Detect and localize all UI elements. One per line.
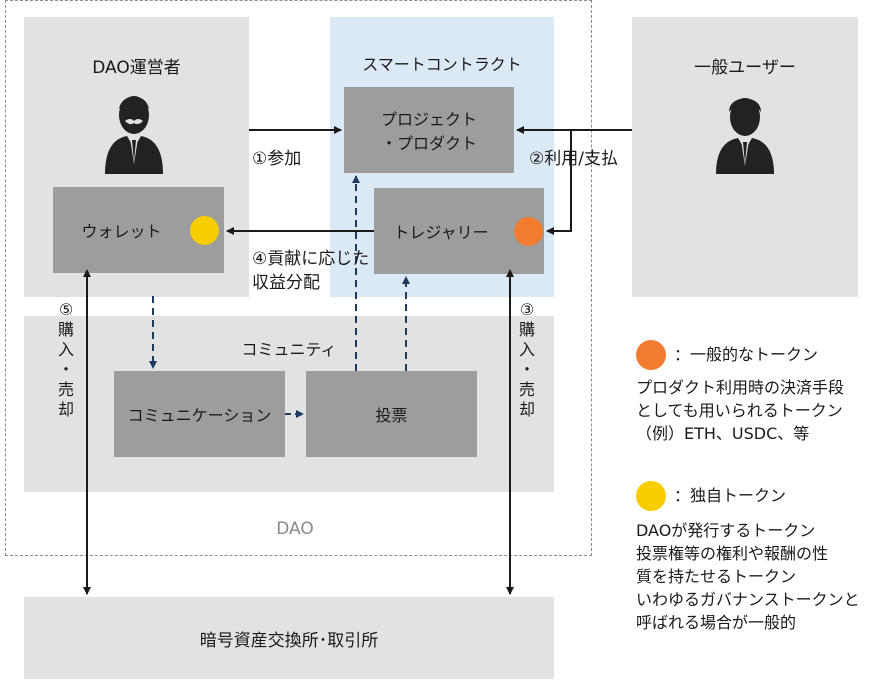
buy-sell-right-char: ③	[519, 300, 535, 319]
use-pay-label: ②利用/支払	[529, 149, 618, 169]
buy-sell-right-char: 入	[518, 340, 535, 359]
legend-original-line: 質を持たせるトークン	[636, 567, 797, 586]
treasury-general-token-dot	[514, 217, 543, 246]
project-label-line2: ・プロダクト	[380, 134, 477, 153]
participate-label: ①参加	[252, 149, 302, 169]
communication-label: コミュニケーション	[127, 406, 272, 425]
dao-label: DAO	[276, 519, 314, 539]
buy-sell-left-char: ⑤	[58, 300, 74, 319]
exchange-label: 暗号資産交換所･取引所	[199, 630, 379, 651]
buy-sell-right-char: 却	[518, 400, 535, 419]
buy-sell-left-char: 入	[57, 340, 74, 359]
buy-sell-left-char: 却	[57, 400, 74, 419]
buy-sell-left-label: ⑤ 購 入 ・ 売 却	[55, 300, 77, 420]
buy-sell-right-char: 売	[518, 380, 535, 399]
wallet-label: ウォレット	[81, 222, 162, 241]
legend-general-line: としても用いられるトークン	[636, 401, 843, 420]
project-product-box: プロジェクト ・プロダクト	[344, 87, 514, 173]
user-person-icon	[716, 98, 774, 174]
legend-general-token-label: ：一般的なトークン	[674, 345, 819, 364]
wallet-original-token-dot	[190, 216, 219, 245]
revenue-label-line1: ④貢献に応じた	[252, 249, 370, 269]
buy-sell-right-label: ③ 購 入 ・ 売 却	[516, 300, 538, 420]
legend-original-line: いわゆるガバナンストークンと	[636, 590, 860, 609]
community-title: コミュニティ	[241, 340, 337, 359]
use-pay-arrows	[516, 126, 632, 235]
legend-general-line: プロダクト利用時の決済手段	[636, 378, 845, 397]
dao-boundary	[5, 0, 592, 556]
communication-box: コミュニケーション	[114, 371, 285, 457]
legend-general-description: プロダクト利用時の決済手段 としても用いられるトークン （例）ETH、USDC、…	[636, 376, 844, 445]
buy-sell-right-char: ・	[518, 360, 535, 379]
legend-original-token-dot	[636, 481, 666, 511]
legend-original-line: DAOが発行するトークン	[636, 521, 816, 540]
exchange-panel	[24, 597, 554, 679]
treasury-label: トレジャリー	[393, 223, 489, 242]
operator-person-icon	[105, 96, 163, 174]
buy-sell-left-char: 売	[57, 380, 74, 399]
legend-original-token-label: ：独自トークン	[674, 486, 787, 505]
smart-contract-title: スマートコントラクト	[362, 55, 522, 74]
legend-original-line: 呼ばれる場合が一般的	[636, 613, 797, 632]
buy-sell-right-char: 購	[518, 320, 535, 339]
legend-general-token-dot	[636, 340, 666, 370]
legend-original-description: DAOが発行するトークン 投票権等の権利や報酬の性 質を持たせるトークン いわゆ…	[636, 519, 860, 634]
legend-general-line: （例）ETH、USDC、等	[636, 424, 810, 443]
revenue-label-line2: 収益分配	[252, 273, 320, 293]
buy-sell-left-char: 購	[57, 320, 74, 339]
legend-original-line: 投票権等の権利や報酬の性	[636, 544, 829, 563]
vote-box: 投票	[306, 371, 477, 457]
project-label-line1: プロジェクト	[380, 110, 477, 129]
vote-label: 投票	[375, 406, 408, 425]
operator-title: DAO運営者	[92, 57, 181, 78]
buy-sell-left-char: ・	[57, 360, 74, 379]
user-title: 一般ユーザー	[694, 57, 796, 78]
wallet-box: ウォレット	[53, 187, 224, 273]
